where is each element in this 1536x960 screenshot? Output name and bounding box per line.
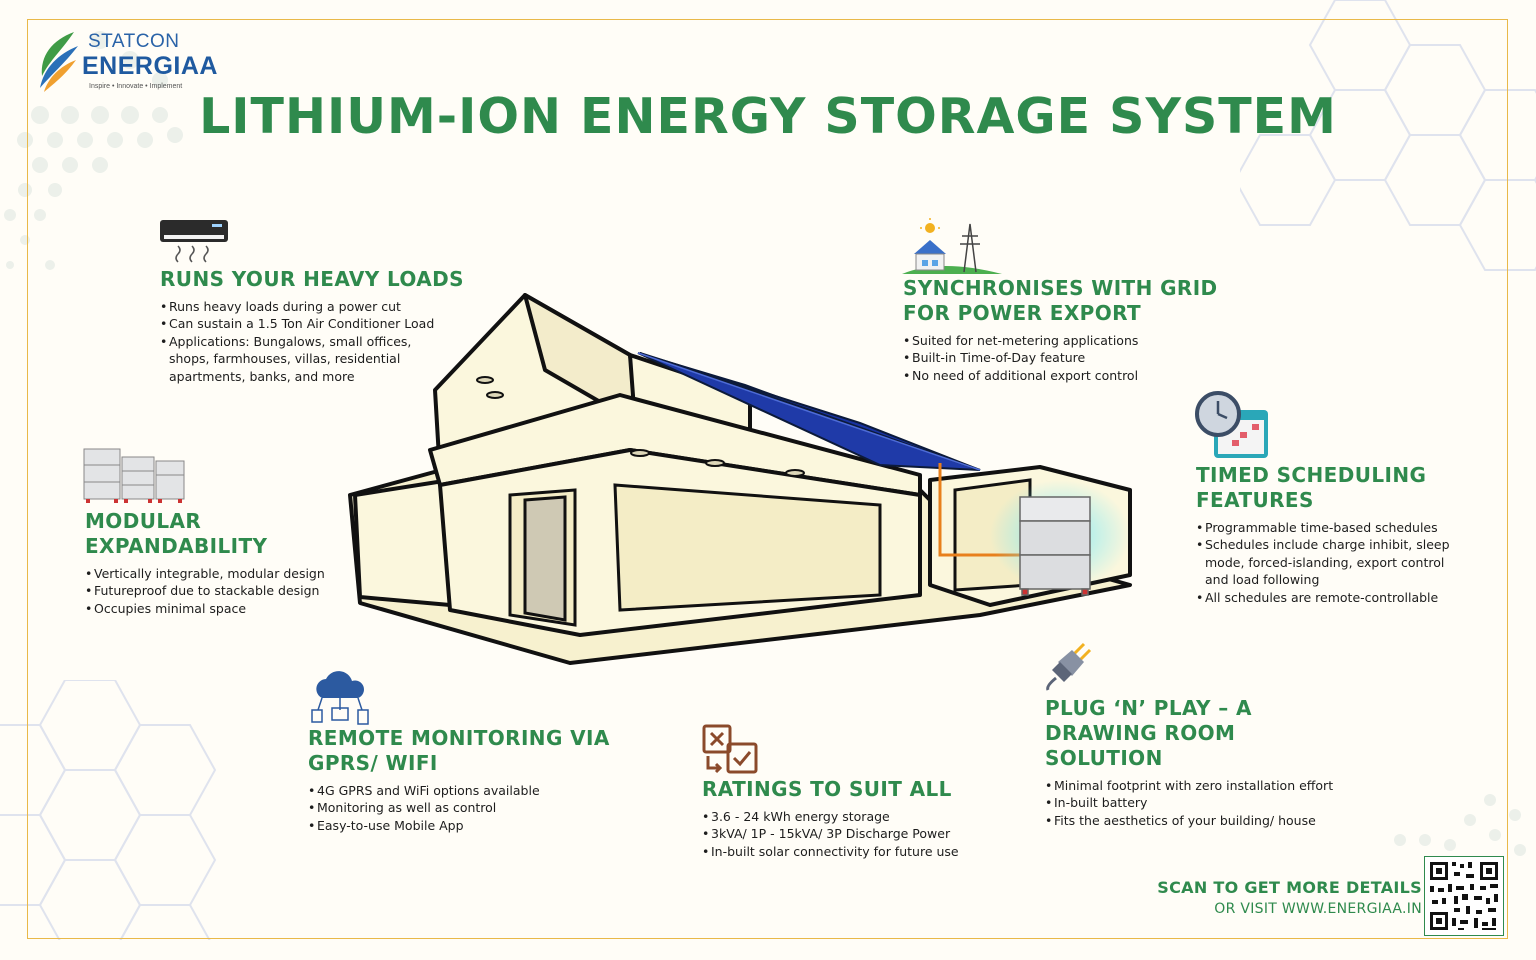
- heading-remote-line2: GPRS/ WIFI: [308, 751, 438, 775]
- list-heavy-loads: Runs heavy loads during a power cut Can …: [160, 298, 480, 385]
- list-timed: Programmable time-based schedules Schedu…: [1196, 519, 1496, 606]
- qr-code-icon[interactable]: [1424, 856, 1504, 936]
- brand-logo: STATCON ENERGIAA Inspire • Innovate • Im…: [34, 30, 217, 100]
- list-item: Can sustain a 1.5 Ton Air Conditioner Lo…: [160, 315, 480, 333]
- checklist-icon: [702, 724, 758, 774]
- list-item: All schedules are remote-controllable: [1196, 589, 1496, 607]
- cta-scan: SCAN TO GET MORE DETAILS: [1157, 878, 1422, 897]
- list-item: Vertically integrable, modular design: [85, 565, 365, 583]
- heading-plug-line3: SOLUTION: [1045, 746, 1163, 770]
- section-ratings: RATINGS TO SUIT ALL 3.6 - 24 kWh energy …: [702, 777, 1002, 861]
- list-item: 3.6 - 24 kWh energy storage: [702, 808, 1002, 826]
- plug-icon: [1046, 642, 1092, 691]
- section-timed: TIMED SCHEDULING FEATURES Programmable t…: [1196, 463, 1496, 606]
- heading-modular-line1: MODULAR: [85, 509, 202, 533]
- heading-grid-line2: FOR POWER EXPORT: [903, 301, 1142, 325]
- section-remote: REMOTE MONITORING VIA GPRS/ WIFI 4G GPRS…: [308, 726, 628, 835]
- list-item: Fits the aesthetics of your building/ ho…: [1045, 812, 1375, 830]
- list-item-continued: and load following: [1205, 572, 1320, 588]
- list-item-continued: mode, forced-islanding, export control: [1205, 554, 1445, 570]
- section-heavy-loads: RUNS YOUR HEAVY LOADS Runs heavy loads d…: [160, 267, 480, 385]
- leaf-logo-icon: [40, 32, 78, 92]
- page-frame: [27, 19, 1508, 939]
- list-item: Built-in Time-of-Day feature: [903, 349, 1223, 367]
- heading-grid-line1: SYNCHRONISES WITH GRID: [903, 276, 1218, 300]
- page-title: LITHIUM-ION ENERGY STORAGE SYSTEM: [199, 88, 1337, 145]
- list-item: In-built solar connectivity for future u…: [702, 843, 1002, 861]
- list-ratings: 3.6 - 24 kWh energy storage 3kVA/ 1P - 1…: [702, 808, 1002, 861]
- heading-remote-line1: REMOTE MONITORING VIA: [308, 726, 610, 750]
- solar-home-grid-icon: [902, 218, 1002, 274]
- list-item: 3kVA/ 1P - 15kVA/ 3P Discharge Power: [702, 825, 1002, 843]
- list-item: In-built battery: [1045, 794, 1375, 812]
- brand-tagline: Inspire • Innovate • Implement: [89, 83, 183, 90]
- section-plug: PLUG ‘N’ PLAY – A DRAWING ROOM SOLUTION …: [1045, 696, 1375, 830]
- heading-heavy-loads: RUNS YOUR HEAVY LOADS: [160, 267, 464, 291]
- heading-plug-line1: PLUG ‘N’ PLAY – A: [1045, 696, 1252, 720]
- list-modular: Vertically integrable, modular design Fu…: [85, 565, 365, 618]
- brand-name-top: STATCON: [88, 31, 180, 52]
- list-item-continued: shops, farmhouses, villas, residential: [169, 351, 401, 367]
- cta-visit[interactable]: OR VISIT WWW.ENERGIAA.IN: [1214, 901, 1422, 917]
- heading-timed-line2: FEATURES: [1196, 488, 1314, 512]
- section-grid: SYNCHRONISES WITH GRID FOR POWER EXPORT …: [903, 276, 1223, 385]
- list-item: Programmable time-based schedules: [1196, 519, 1496, 537]
- list-item: 4G GPRS and WiFi options available: [308, 782, 628, 800]
- list-item: Runs heavy loads during a power cut: [160, 298, 480, 316]
- air-conditioner-icon: [160, 220, 228, 263]
- heading-plug-line2: DRAWING ROOM: [1045, 721, 1236, 745]
- list-item: Easy-to-use Mobile App: [308, 817, 628, 835]
- list-grid: Suited for net-metering applications Bui…: [903, 332, 1223, 385]
- heading-timed-line1: TIMED SCHEDULING: [1196, 463, 1427, 487]
- list-item-continued: apartments, banks, and more: [169, 368, 355, 384]
- list-item: Occupies minimal space: [85, 600, 365, 618]
- house-illustration: [348, 293, 1132, 665]
- list-item: Schedules include charge inhibit, sleep: [1196, 536, 1496, 554]
- list-item: Minimal footprint with zero installation…: [1045, 777, 1375, 795]
- list-remote: 4G GPRS and WiFi options available Monit…: [308, 782, 628, 835]
- heading-modular-line2: EXPANDABILITY: [85, 534, 268, 558]
- list-item: Futureproof due to stackable design: [85, 582, 365, 600]
- battery-stack-icon: [83, 448, 185, 503]
- list-plug: Minimal footprint with zero installation…: [1045, 777, 1375, 830]
- brand-name-bottom: ENERGIAA: [82, 52, 218, 80]
- list-item: Applications: Bungalows, small offices,: [160, 333, 480, 351]
- battery-unit-icon: [1019, 496, 1091, 596]
- cloud-devices-icon: [311, 671, 369, 725]
- list-item: Monitoring as well as control: [308, 799, 628, 817]
- list-item: Suited for net-metering applications: [903, 332, 1223, 350]
- clock-calendar-icon: [1195, 391, 1268, 458]
- list-item: No need of additional export control: [903, 367, 1223, 385]
- heading-ratings: RATINGS TO SUIT ALL: [702, 777, 952, 801]
- section-modular: MODULAR EXPANDABILITY Vertically integra…: [85, 509, 365, 618]
